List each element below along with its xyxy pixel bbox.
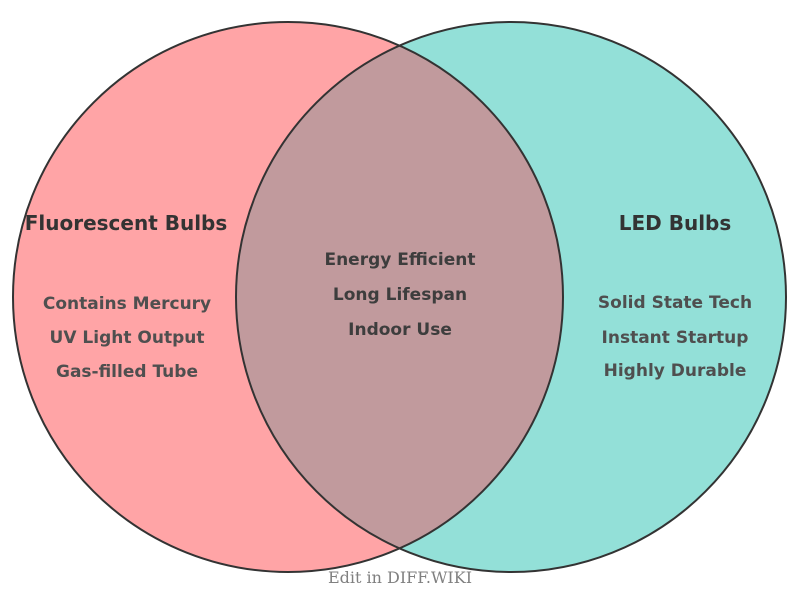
overlap-item: Indoor Use (348, 320, 452, 340)
right-set-item: Highly Durable (604, 361, 747, 381)
left-set-item: Gas-filled Tube (56, 362, 198, 382)
overlap-region (236, 22, 563, 572)
left-set-title: Fluorescent Bulbs (25, 211, 228, 235)
right-set-outline (235, 21, 787, 573)
left-set-item: UV Light Output (50, 328, 205, 348)
overlap-item: Energy Efficient (324, 250, 475, 270)
right-set-item: Instant Startup (602, 328, 749, 348)
left-set-item: Contains Mercury (43, 294, 211, 314)
right-set-title: LED Bulbs (619, 211, 732, 235)
overlap-item: Long Lifespan (333, 285, 467, 305)
left-set-outline (12, 21, 564, 573)
right-set-item: Solid State Tech (598, 293, 752, 313)
edit-link[interactable]: Edit in DIFF.WIKI (328, 568, 472, 587)
